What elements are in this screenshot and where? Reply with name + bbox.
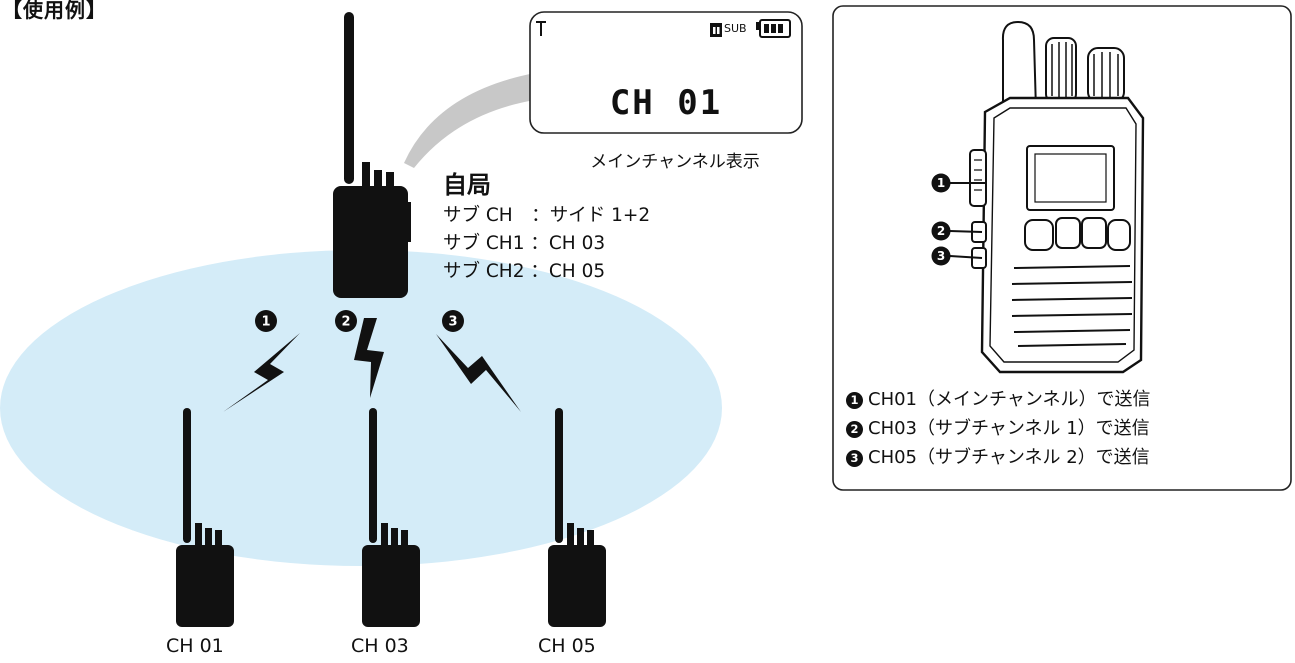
legend-item: 1 CH01（メインチャンネル）で送信 [846,385,1150,414]
lightning-bolt-icon [436,334,521,412]
legend-number: 3 [846,450,863,467]
radio-illustration [969,20,1145,374]
pointer-1: 1 [931,173,985,193]
display-callout [404,73,535,168]
marker-2: 2 [335,310,357,332]
main-radio-icon [333,12,411,298]
pointer-3: 3 [931,246,983,266]
receiver-label-1: CH 01 [166,635,224,657]
legend-list: 1 CH01（メインチャンネル）で送信 2 CH03（サブチャンネル 1）で送信 3… [846,385,1150,472]
setting-line: サブ CH1 ：CH 03 [443,233,606,254]
legend-text: CH05（サブチャンネル 2）で送信 [868,447,1150,468]
setting-line: サブ CH2 ：CH 05 [443,261,606,282]
own-station-title: 自局 [443,171,491,199]
svg-text:3: 3 [448,315,457,330]
receiver-label-3: CH 05 [538,635,596,657]
antenna-icon [536,21,546,36]
lightning-bolt-icon [223,333,300,412]
lcd-display: SUB CH 01 [529,11,803,134]
legend-item: 2 CH03（サブチャンネル 1）で送信 [846,414,1150,443]
sub-indicator: SUB [724,22,747,35]
svg-text:3: 3 [937,249,945,263]
own-station-settings: サブ CH ：サイド 1+2 サブ CH1 ：CH 03 サブ CH2 ：CH … [443,202,650,286]
legend-text: CH01（メインチャンネル）で送信 [868,389,1151,410]
setting-line: サブ CH ：サイド 1+2 [443,205,651,226]
lcd-caption: メインチャンネル表示 [590,152,760,172]
legend-text: CH03（サブチャンネル 1）で送信 [868,418,1150,439]
receiver-radio-icon [176,408,234,627]
battery-icon [756,19,791,38]
receiver-radio-icon [548,408,606,627]
svg-text:2: 2 [937,224,945,238]
coverage-area [0,250,722,566]
marker-3: 3 [442,310,464,332]
svg-text:1: 1 [261,315,270,330]
h-power-icon [710,23,722,37]
lcd-channel: CH 01 [610,83,722,123]
legend-number: 1 [846,392,863,409]
legend-item: 3 CH05（サブチャンネル 2）で送信 [846,443,1150,472]
marker-1: 1 [255,310,277,332]
receiver-label-2: CH 03 [351,635,409,657]
section-title: 【使用例】 [2,0,107,22]
lightning-bolt-icon [354,318,384,398]
svg-text:2: 2 [341,315,350,330]
legend-number: 2 [846,421,863,438]
svg-text:1: 1 [937,176,945,190]
receiver-radio-icon [362,408,420,627]
pointer-2: 2 [931,221,983,241]
